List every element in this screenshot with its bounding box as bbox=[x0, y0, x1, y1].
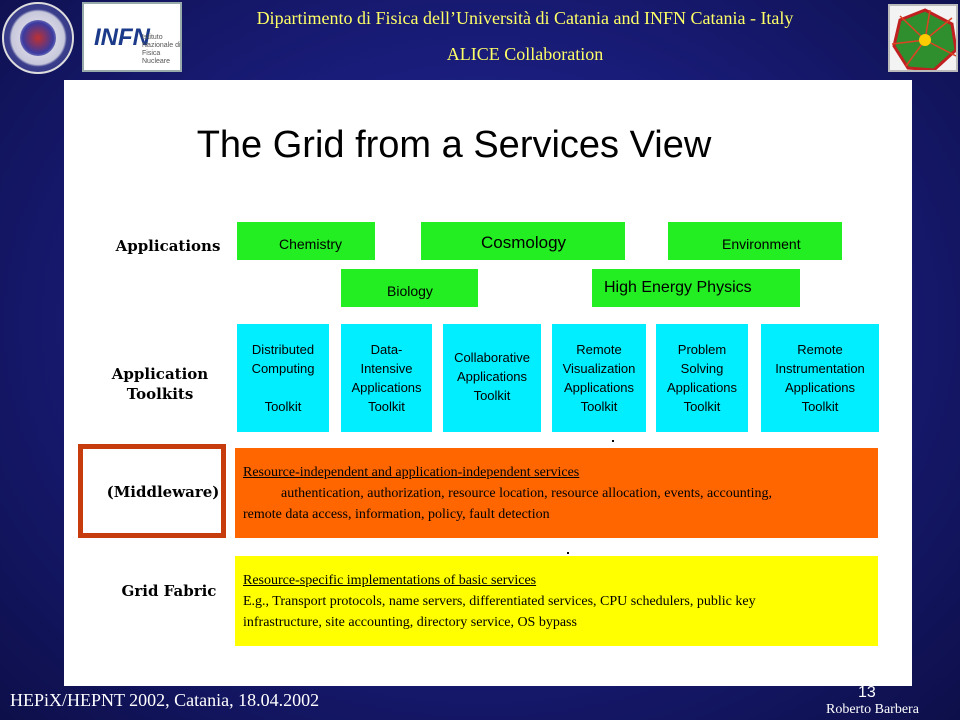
toolkit-text: Applications bbox=[784, 380, 856, 395]
footer-author: Roberto Barbera bbox=[826, 702, 919, 717]
fabric-services-line: E.g., Transport protocols, name servers,… bbox=[243, 594, 756, 609]
toolkit-text: Remote bbox=[576, 342, 622, 357]
stray-dot bbox=[612, 440, 614, 442]
page-number: 13 bbox=[858, 684, 876, 701]
row-label-toolkits-line2: Toolkits bbox=[126, 385, 194, 403]
app-box-high-energy-physics: High Energy Physics bbox=[592, 269, 800, 307]
toolkit-text: Solving bbox=[680, 361, 724, 376]
toolkit-text: Applications bbox=[563, 380, 635, 395]
app-box-environment: Environment bbox=[668, 222, 842, 260]
slide-title: The Grid from a Services View bbox=[196, 124, 712, 166]
row-label-grid-fabric: Grid Fabric bbox=[121, 582, 217, 600]
row-label-applications: Applications bbox=[115, 237, 221, 255]
header-affiliation: Dipartimento di Fisica dell’Università d… bbox=[256, 8, 794, 28]
toolkit-text: Toolkit bbox=[473, 388, 511, 403]
middleware-highlight-frame bbox=[78, 444, 226, 538]
middleware-services-line: remote data access, information, policy,… bbox=[243, 507, 550, 522]
toolkit-text: Toolkit bbox=[580, 399, 618, 414]
toolkit-text: Toolkit bbox=[683, 399, 721, 414]
toolkit-text: Instrumentation bbox=[775, 361, 865, 376]
app-box-chemistry: Chemistry bbox=[237, 222, 375, 260]
toolkit-text: Applications bbox=[351, 380, 422, 395]
row-label-middleware: (Middleware) bbox=[106, 483, 220, 501]
toolkit-text: Applications bbox=[456, 369, 528, 384]
row-label-toolkits-line1: Application bbox=[111, 365, 209, 383]
alice-logo bbox=[888, 4, 958, 72]
middleware-services-band: Resource-independent and application-ind… bbox=[235, 448, 878, 538]
header-collaboration: ALICE Collaboration bbox=[446, 44, 604, 64]
toolkit-box-collaborative: Collaborative Applications Toolkit bbox=[443, 324, 541, 432]
toolkit-text bbox=[237, 378, 329, 397]
toolkit-text: Toolkit bbox=[368, 399, 405, 414]
footer-event: HEPiX/HEPNT 2002, Catania, 18.04.2002 bbox=[10, 690, 320, 710]
toolkit-text: Computing bbox=[251, 361, 315, 376]
stray-dot bbox=[567, 552, 569, 554]
infn-logo-text: INFN bbox=[94, 24, 150, 51]
fabric-heading: Resource-specific implementations of bas… bbox=[243, 573, 537, 588]
middleware-services-line: authentication, authorization, resource … bbox=[281, 486, 772, 501]
toolkit-text: Visualization bbox=[562, 361, 636, 376]
toolkit-text: Intensive bbox=[360, 361, 413, 376]
row-label-application-toolkits: Application Toolkits bbox=[100, 364, 220, 404]
fabric-services-line: infrastructure, site accounting, directo… bbox=[243, 615, 577, 630]
university-seal-logo bbox=[2, 2, 74, 74]
toolkit-text: Applications bbox=[666, 380, 738, 395]
toolkit-text: Collaborative bbox=[454, 350, 530, 365]
grid-fabric-band: Resource-specific implementations of bas… bbox=[235, 556, 878, 646]
toolkit-text: Problem bbox=[677, 342, 727, 357]
toolkit-box-data-intensive: Data- Intensive Applications Toolkit bbox=[341, 324, 432, 432]
toolkit-text: Toolkit bbox=[264, 399, 302, 414]
app-box-biology: Biology bbox=[341, 269, 478, 307]
toolkit-text: Distributed bbox=[251, 342, 315, 357]
toolkit-text: Data- bbox=[370, 342, 403, 357]
toolkit-box-remote-visualization: Remote Visualization Applications Toolki… bbox=[552, 324, 646, 432]
app-box-cosmology: Cosmology bbox=[421, 222, 625, 260]
infn-logo: INFN Istituto Nazionale di Fisica Nuclea… bbox=[82, 2, 182, 72]
toolkit-text: Toolkit bbox=[801, 399, 839, 414]
toolkit-box-problem-solving: Problem Solving Applications Toolkit bbox=[656, 324, 748, 432]
toolkit-box-remote-instrumentation: Remote Instrumentation Applications Tool… bbox=[761, 324, 879, 432]
toolkit-text: Remote bbox=[797, 342, 843, 357]
toolkit-box-distributed-computing: Distributed Computing Toolkit bbox=[237, 324, 329, 432]
infn-logo-subtext: Istituto Nazionale di Fisica Nucleare bbox=[142, 34, 181, 65]
slide-diagram: The Grid from a Services View Applicatio… bbox=[64, 80, 912, 686]
middleware-heading: Resource-independent and application-ind… bbox=[243, 465, 580, 480]
